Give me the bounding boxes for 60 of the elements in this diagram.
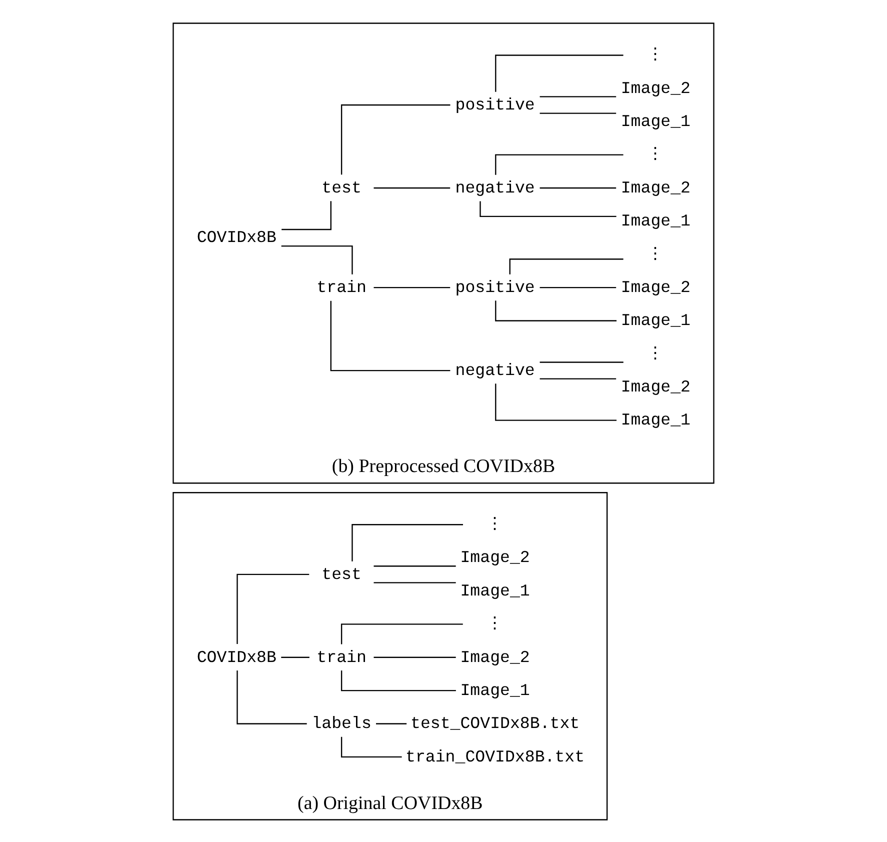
node-text: ⋮ (647, 244, 664, 264)
node-text: ⋮ (486, 514, 504, 534)
node-text: labels (312, 714, 372, 733)
node-text: negative (455, 178, 535, 197)
connector (495, 300, 617, 321)
connector (282, 200, 332, 230)
connector (281, 244, 353, 274)
connector (495, 383, 617, 420)
node-text: Image_1 (460, 680, 530, 700)
connector (540, 186, 616, 188)
node-text: COVIDx8B (196, 647, 276, 666)
connector (540, 96, 616, 97)
node-text: test (322, 178, 362, 197)
node-text: Image_1 (620, 111, 690, 130)
node-text: train_COVIDx8B.txt (406, 746, 585, 766)
node-text: positive (455, 94, 535, 114)
connector (340, 104, 450, 174)
connector (236, 573, 310, 644)
connector (540, 112, 616, 114)
node-text: Image_2 (620, 377, 690, 396)
node-text: ⋮ (647, 344, 664, 363)
connector (540, 286, 616, 288)
node-text: Image_2 (620, 277, 690, 296)
node-text: positive (455, 277, 535, 296)
node-text: ⋮ (647, 144, 664, 164)
node-text: Image_1 (620, 410, 690, 430)
connector (236, 670, 307, 724)
node-text: negative (455, 360, 535, 380)
node-text: ⋮ (647, 45, 664, 64)
connector (374, 582, 456, 583)
node-text: Image_1 (620, 310, 690, 330)
node-text: Image_2 (460, 548, 530, 567)
connector (374, 286, 450, 288)
connector (495, 54, 624, 92)
node-text: test_COVIDx8B.txt (410, 714, 580, 733)
connector (330, 300, 450, 371)
node-text: ⋮ (486, 614, 504, 634)
connector (374, 186, 450, 188)
connector (480, 200, 616, 217)
node-text: Image_1 (460, 580, 530, 600)
connector (495, 154, 624, 174)
node-text: Image_2 (620, 178, 690, 197)
connector (509, 258, 624, 274)
node-text: Image_2 (620, 78, 690, 98)
node-text: Image_2 (460, 647, 530, 666)
connector (374, 565, 456, 566)
node-text: COVIDx8B (196, 228, 276, 247)
connector (540, 361, 624, 362)
connector (376, 722, 407, 724)
node-text: Image_1 (620, 211, 690, 230)
connector (374, 656, 456, 658)
connector (281, 656, 310, 658)
connector (540, 378, 616, 379)
connector (340, 736, 402, 758)
connector (352, 524, 463, 561)
connector (340, 670, 456, 691)
connector (340, 623, 463, 644)
node-text: test (322, 564, 362, 584)
node-text: train (316, 277, 366, 296)
node-text: train (316, 647, 366, 666)
